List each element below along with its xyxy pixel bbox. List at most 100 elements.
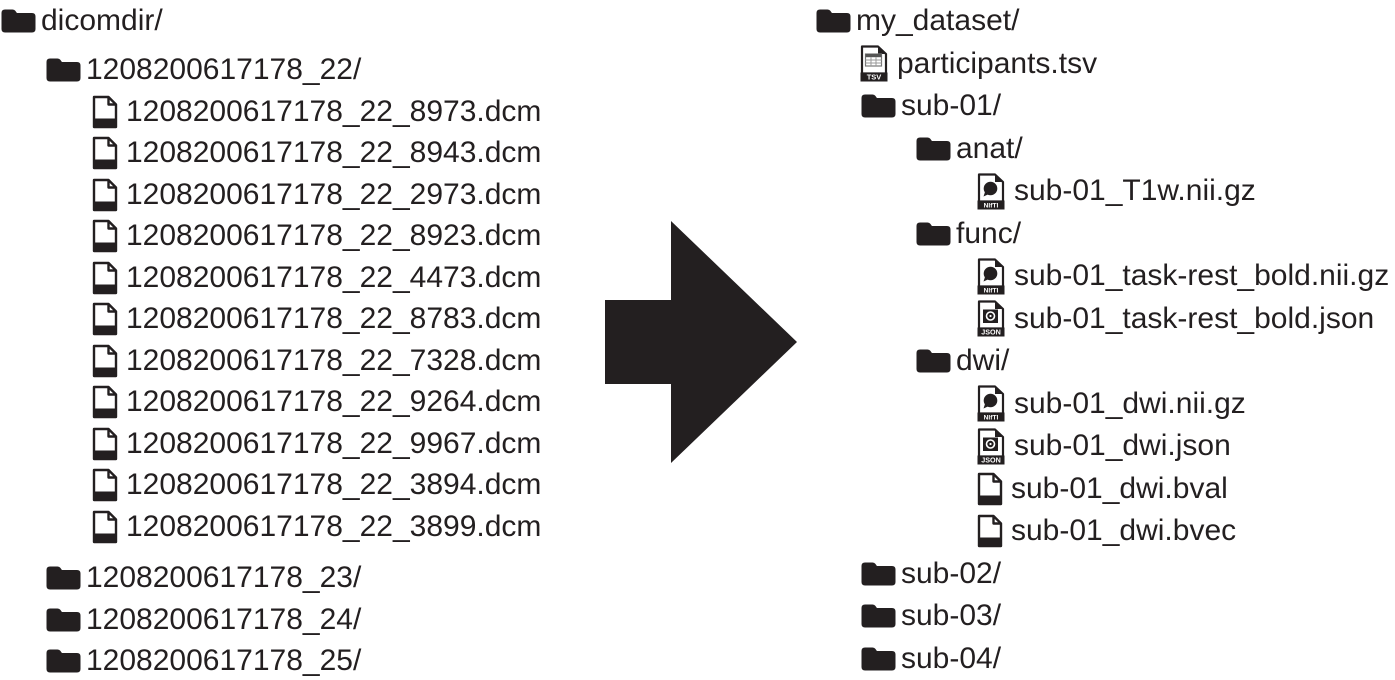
json-badge-label: JSON [981, 328, 1001, 337]
file-name: 1208200617178_22_8943.dcm [126, 136, 542, 170]
folder-name: dicomdir/ [41, 3, 163, 37]
tree-row-file: NIfTI sub-01_task-rest_bold.nii.gz [815, 255, 1389, 298]
file-icon [92, 261, 118, 295]
nifti-file-icon: NIfTI [977, 173, 1005, 210]
file-name: 1208200617178_22_2973.dcm [126, 177, 542, 211]
folder-name: sub-02/ [901, 556, 1002, 590]
json-badge-label: JSON [981, 455, 1001, 464]
tree-row-folder: 1208200617178_25/ [0, 641, 541, 680]
tree-row-folder: 1208200617178_24/ [0, 599, 541, 641]
tree-row-folder: sub-03/ [815, 595, 1389, 638]
file-name: 1208200617178_22_9264.dcm [126, 385, 542, 419]
folder-icon [0, 6, 37, 36]
file-icon [92, 219, 118, 253]
tree-row-folder: 1208200617178_23/ [0, 558, 541, 600]
conversion-right-arrow-icon [605, 221, 797, 468]
tree-row-folder: func/ [815, 213, 1389, 256]
tree-row-folder: dwi/ [815, 340, 1389, 383]
nifti-badge-label: NIfTI [984, 202, 999, 209]
tree-row-file: 1208200617178_22_2973.dcm [0, 174, 541, 216]
file-name: participants.tsv [897, 46, 1098, 80]
tree-row-file: JSON sub-01_dwi.json [815, 425, 1389, 468]
target-bids-tree: my_dataset/ TSV participants.tsv sub-01/… [815, 0, 1389, 680]
file-name: 1208200617178_22_8973.dcm [126, 94, 542, 128]
file-name: 1208200617178_22_7328.dcm [126, 343, 542, 377]
file-icon [92, 136, 118, 170]
tree-row-folder: anat/ [815, 128, 1389, 171]
tree-row-file: 1208200617178_22_8783.dcm [0, 299, 541, 341]
tree-row-file: sub-01_dwi.bvec [815, 510, 1389, 553]
folder-icon [45, 605, 82, 635]
file-icon [92, 344, 118, 378]
file-name: 1208200617178_22_3899.dcm [126, 509, 542, 543]
tree-row-file: 1208200617178_22_3894.dcm [0, 465, 541, 507]
folder-icon [860, 559, 897, 589]
folder-name: sub-04/ [901, 641, 1002, 675]
tree-row-file: sub-01_dwi.bval [815, 468, 1389, 511]
file-icon [92, 510, 118, 544]
file-name: sub-01_dwi.nii.gz [1014, 386, 1246, 420]
folder-name: anat/ [956, 131, 1023, 165]
file-name: sub-01_task-rest_bold.json [1014, 301, 1375, 335]
file-icon [92, 468, 118, 502]
folder-icon [860, 644, 897, 674]
folder-name: sub-03/ [901, 599, 1002, 633]
file-name: sub-01_dwi.bvec [1011, 514, 1237, 548]
tree-row-file: TSV participants.tsv [815, 43, 1389, 86]
tsv-badge-label: TSV [867, 73, 882, 82]
tree-row-file: 1208200617178_22_4473.dcm [0, 257, 541, 299]
file-icon [977, 472, 1003, 506]
folder-name: 1208200617178_25/ [86, 644, 362, 678]
file-icon [977, 514, 1003, 548]
tree-row-folder: sub-01/ [815, 85, 1389, 128]
tree-row-folder: my_dataset/ [815, 0, 1389, 43]
tree-row-file: 1208200617178_22_9264.dcm [0, 382, 541, 424]
file-name: 1208200617178_22_8783.dcm [126, 302, 542, 336]
tree-row-file: JSON sub-01_task-rest_bold.json [815, 298, 1389, 341]
folder-name: func/ [956, 216, 1022, 250]
nifti-file-icon: NIfTI [977, 258, 1005, 295]
folder-icon [915, 346, 952, 376]
tree-row-folder: dicomdir/ [0, 0, 541, 42]
tree-row-file: 1208200617178_22_8923.dcm [0, 216, 541, 258]
file-icon [92, 178, 118, 212]
file-name: 1208200617178_22_3894.dcm [126, 468, 542, 502]
tree-row-folder: 1208200617178_22/ [0, 50, 541, 92]
file-name: sub-01_dwi.json [1014, 429, 1231, 463]
file-icon [92, 427, 118, 461]
tree-row-file: 1208200617178_22_9967.dcm [0, 423, 541, 465]
file-name: 1208200617178_22_9967.dcm [126, 426, 542, 460]
file-icon [92, 302, 118, 336]
tree-row-folder: sub-02/ [815, 553, 1389, 596]
folder-name: 1208200617178_22/ [86, 53, 362, 87]
folder-icon [860, 91, 897, 121]
tree-row-file: 1208200617178_22_8943.dcm [0, 133, 541, 175]
tree-row-file: 1208200617178_22_3899.dcm [0, 506, 541, 548]
folder-icon [45, 646, 82, 676]
folder-name: my_dataset/ [856, 4, 1020, 38]
file-name: sub-01_task-rest_bold.nii.gz [1014, 259, 1390, 293]
folder-icon [860, 601, 897, 631]
folder-icon [45, 55, 82, 85]
file-name: 1208200617178_22_4473.dcm [126, 260, 542, 294]
folder-name: 1208200617178_24/ [86, 602, 362, 636]
nifti-badge-label: NIfTI [984, 287, 999, 294]
json-file-icon: JSON [977, 300, 1005, 337]
tree-row-file: 1208200617178_22_7328.dcm [0, 340, 541, 382]
nifti-file-icon: NIfTI [977, 385, 1005, 422]
folder-icon [45, 563, 82, 593]
file-name: sub-01_T1w.nii.gz [1014, 174, 1256, 208]
tree-row-file: NIfTI sub-01_T1w.nii.gz [815, 170, 1389, 213]
tsv-file-icon: TSV [860, 45, 888, 82]
file-icon [92, 95, 118, 129]
file-icon [92, 385, 118, 419]
tree-row-folder: sub-04/ [815, 638, 1389, 680]
folder-icon [815, 6, 852, 36]
folder-name: 1208200617178_23/ [86, 561, 362, 595]
json-file-icon: JSON [977, 428, 1005, 465]
file-name: 1208200617178_22_8923.dcm [126, 219, 542, 253]
folder-icon [915, 134, 952, 164]
folder-icon [915, 219, 952, 249]
source-dicom-tree: dicomdir/ 1208200617178_22/ 120820061717… [0, 0, 541, 680]
